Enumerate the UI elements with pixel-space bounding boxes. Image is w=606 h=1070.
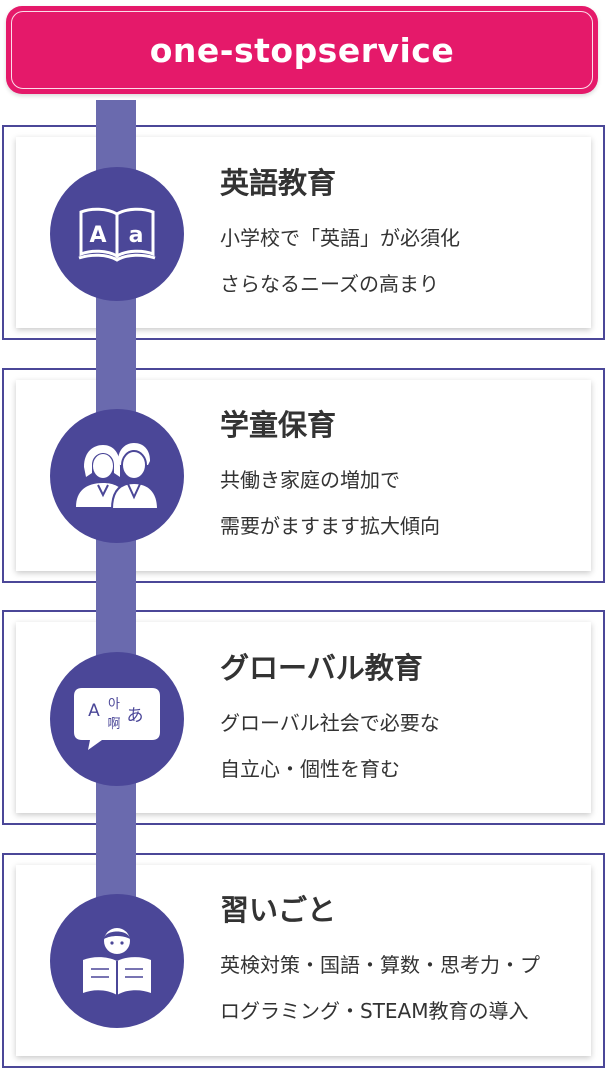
card-text: グローバル教育 グローバル社会で必要な 自立心・個性を育む bbox=[220, 651, 440, 792]
one-stop-service-banner: one-stopservice bbox=[6, 6, 598, 94]
banner-title: one-stopservice bbox=[149, 30, 455, 70]
card-description-line: 英検対策・国語・算数・思考力・プ bbox=[220, 952, 540, 977]
card-text: 学童保育 共働き家庭の増加で 需要がますます拡大傾向 bbox=[220, 408, 440, 549]
card-description-line: グローバル社会で必要な bbox=[220, 710, 440, 735]
card-text: 英語教育 小学校で「英語」が必須化 さらなるニーズの高まり bbox=[220, 166, 460, 307]
translate-glyph-latin: A bbox=[88, 701, 100, 721]
card-description-line: さらなるニーズの高まり bbox=[220, 271, 439, 296]
people-icon bbox=[50, 409, 184, 543]
card-description-line: 需要がますます拡大傾向 bbox=[220, 513, 440, 538]
translate-glyph-korean: 아 bbox=[108, 697, 120, 712]
card-description-line: 小学校で「英語」が必須化 bbox=[220, 225, 460, 250]
translate-glyph-chinese: 啊 bbox=[107, 717, 120, 732]
card-description-line: 共働き家庭の増加で bbox=[220, 467, 400, 492]
book-glyph-upper: A bbox=[89, 223, 106, 248]
reading-person-icon bbox=[50, 894, 184, 1028]
banner-inner-frame: one-stopservice bbox=[11, 11, 593, 89]
card-text: 習いごと 英検対策・国語・算数・思考力・プ ログラミング・STEAM教育の導入 bbox=[220, 893, 540, 1034]
card-title: 学童保育 bbox=[220, 408, 337, 442]
card-description-line: 自立心・個性を育む bbox=[220, 756, 400, 781]
card-description-line: ログラミング・STEAM教育の導入 bbox=[220, 998, 529, 1023]
card-title: 英語教育 bbox=[220, 166, 337, 200]
translate-bubble-icon: A 아 啊 あ bbox=[50, 652, 184, 786]
translate-glyph-japanese: あ bbox=[127, 706, 144, 726]
card-title: グローバル教育 bbox=[220, 651, 423, 685]
book-glyph-lower: a bbox=[129, 223, 144, 248]
book-icon: A a bbox=[50, 167, 184, 301]
card-title: 習いごと bbox=[220, 893, 337, 927]
